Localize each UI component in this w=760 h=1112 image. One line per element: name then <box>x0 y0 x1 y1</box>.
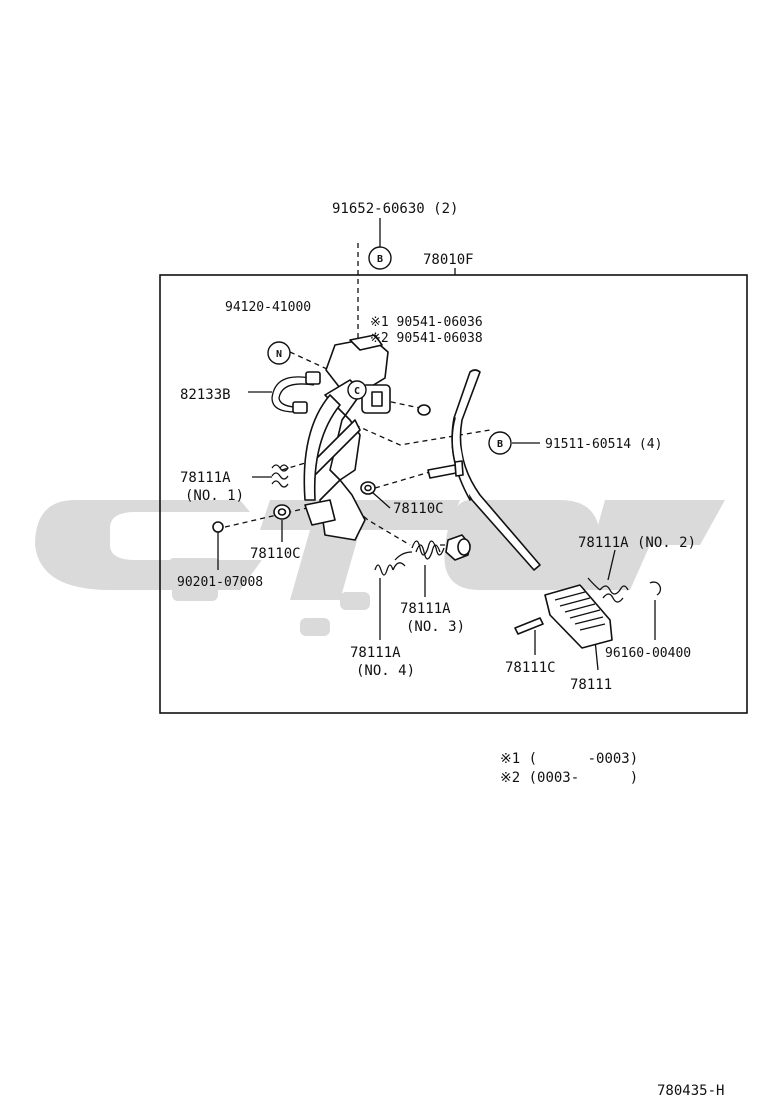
spring-no1 <box>271 464 289 488</box>
label-82133b: 82133B <box>180 387 231 403</box>
note-1: ※1 ( -0003) <box>500 751 638 767</box>
label-78110c-left: 78110C <box>250 546 301 562</box>
bubble-n: N <box>267 341 291 365</box>
bubble-c-label: C <box>354 386 360 397</box>
spring-no3 <box>394 540 445 561</box>
label-78111a-no3: 78111A <box>400 601 451 617</box>
illustration-code: 780435-H <box>657 1083 724 1099</box>
bubble-b-right-label: B <box>497 439 503 450</box>
label-78111a-no4-qualifier: (NO. 4) <box>356 663 415 679</box>
stopper-nut <box>417 404 431 416</box>
label-78010f: 78010F <box>423 252 474 268</box>
clip <box>649 581 662 596</box>
label-78111a-no1: 78111A <box>180 470 231 486</box>
collar <box>445 534 471 561</box>
bubble-b-top-label: B <box>377 254 383 265</box>
label-78111a-no3-qualifier: (NO. 3) <box>406 619 465 635</box>
label-78110c-right: 78110C <box>393 501 444 517</box>
label-78111a-no2: 78111A (NO. 2) <box>578 535 696 551</box>
label-90541-06038: ※2 90541-06038 <box>370 331 483 346</box>
solid-leaders <box>217 218 656 671</box>
pedal-pin <box>514 617 544 635</box>
label-90201-07008: 90201-07008 <box>177 575 263 590</box>
label-94120-41000: 94120-41000 <box>225 300 311 315</box>
spring-no2 <box>587 577 629 603</box>
pedal-arm <box>303 369 541 571</box>
label-78111a-no1-qualifier: (NO. 1) <box>185 488 244 504</box>
bubble-n-label: N <box>276 349 282 360</box>
note-2: ※2 (0003- ) <box>500 770 638 786</box>
label-78111: 78111 <box>570 677 612 693</box>
label-78111c: 78111C <box>505 660 556 676</box>
bushing-right <box>360 481 376 495</box>
label-90541-06036: ※1 90541-06036 <box>370 315 483 330</box>
assembly-frame <box>159 274 748 714</box>
label-78111a-no4: 78111A <box>350 645 401 661</box>
bubble-c: C <box>347 380 367 400</box>
label-91511-60514: 91511-60514 (4) <box>545 437 662 452</box>
spring-no4 <box>374 562 406 576</box>
pedal-sensor <box>361 384 391 414</box>
pivot-bolt <box>427 460 464 479</box>
label-96160-00400: 96160-00400 <box>605 646 691 661</box>
bubble-b-top: B <box>368 246 392 270</box>
pedal-pad <box>544 584 613 649</box>
washer-nut <box>212 521 224 533</box>
wire-harness <box>271 371 321 414</box>
bubble-b-right: B <box>488 431 512 455</box>
label-91652-60630: 91652-60630 (2) <box>332 201 458 217</box>
bushing-left <box>273 504 291 520</box>
